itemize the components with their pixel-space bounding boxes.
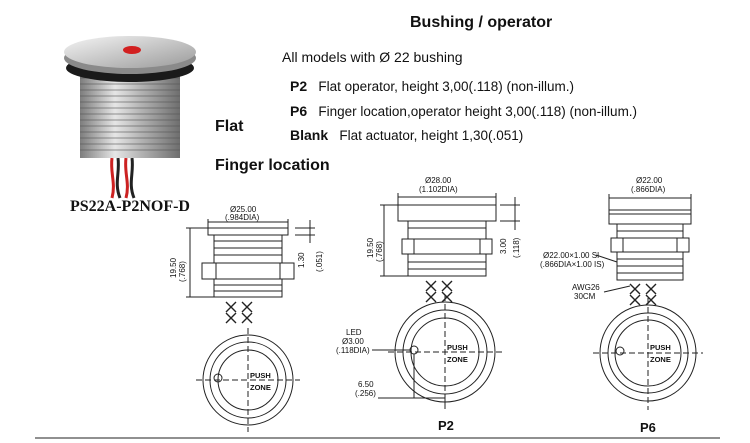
dim-right-wire: AWG26 [572,283,600,292]
option-code: Blank [290,127,329,143]
dim-left-height: 19.50 [169,257,178,278]
wire-symbols-right [629,283,657,306]
dim-mid-led: LED [346,328,362,337]
option-desc: Finger location,operator height 3,00(.11… [318,104,638,119]
option-desc: Flat operator, height 3,00(.118) (non-il… [318,79,575,94]
dim-left-cap-in: (.051) [315,251,324,272]
dim-left-height-in: (.768) [178,261,187,282]
dim-right-thread-in: (.866DIA×1.00 IS) [540,260,605,269]
dim-mid-height-in: (.768) [375,241,384,262]
face-mid-push: PUSH [447,343,468,352]
face-left-push: PUSH [250,371,271,380]
dim-left-cap: 1.30 [297,252,306,268]
option-row-blank: Blank Flat actuator, height 1,30(.051) [290,127,523,143]
dim-right-wire-len: 30CM [574,292,596,301]
face-mid-zone: ZONE [447,355,468,364]
option-desc: Flat actuator, height 1,30(.051) [339,128,524,143]
section-subtitle: All models with Ø 22 bushing [282,49,463,65]
drawing-p6-side [595,194,692,293]
product-model-label: PS22A-P2NOF-D [70,198,190,215]
product-photo [64,36,196,199]
dim-mid-top: Ø28.00 [425,176,452,185]
drawing-flat-face [196,328,300,432]
section-title: Bushing / operator [410,14,553,31]
dim-right-thread: Ø22.00×1.00 SI [543,251,599,260]
drawing-p2-side [380,193,520,277]
drawing-flat-side [186,219,315,298]
dim-mid-cap: 3.00 [499,238,508,254]
dim-right-top: Ø22.00 [636,176,663,185]
dim-left-top: Ø25.00 [230,205,257,214]
drawing-label-p2: P2 [438,418,454,433]
dim-left-top-in: (.984DIA) [225,213,260,222]
option-row-p2: P2 Flat operator, height 3,00(.118) (non… [290,78,574,94]
face-left-zone: ZONE [250,383,271,392]
drawing-p6-face [593,298,703,410]
dim-right-top-in: (.866DIA) [631,185,666,194]
option-row-p6: P6 Finger location,operator height 3,00(… [290,103,637,119]
dim-mid-top-in: (1.102DIA) [419,185,458,194]
dim-mid-offset-in: (.256) [355,389,376,398]
wire-symbols-left [225,301,253,324]
dim-mid-cap-in: (.118) [512,237,521,258]
dim-mid-offset: 6.50 [358,380,374,389]
wire-symbols-middle [425,280,453,303]
option-code: P2 [290,78,308,94]
face-right-zone: ZONE [650,355,671,364]
label-flat: Flat [215,118,244,135]
dim-mid-height: 19.50 [366,237,375,258]
option-code: P6 [290,103,308,119]
dim-mid-led-dim: Ø3.00 [342,337,364,346]
drawing-label-p6: P6 [640,420,656,435]
dim-mid-led-dim-in: (.118DIA) [336,346,370,355]
label-finger-location: Finger location [215,157,330,174]
face-right-push: PUSH [650,343,671,352]
drawing-p2-face [372,295,502,410]
